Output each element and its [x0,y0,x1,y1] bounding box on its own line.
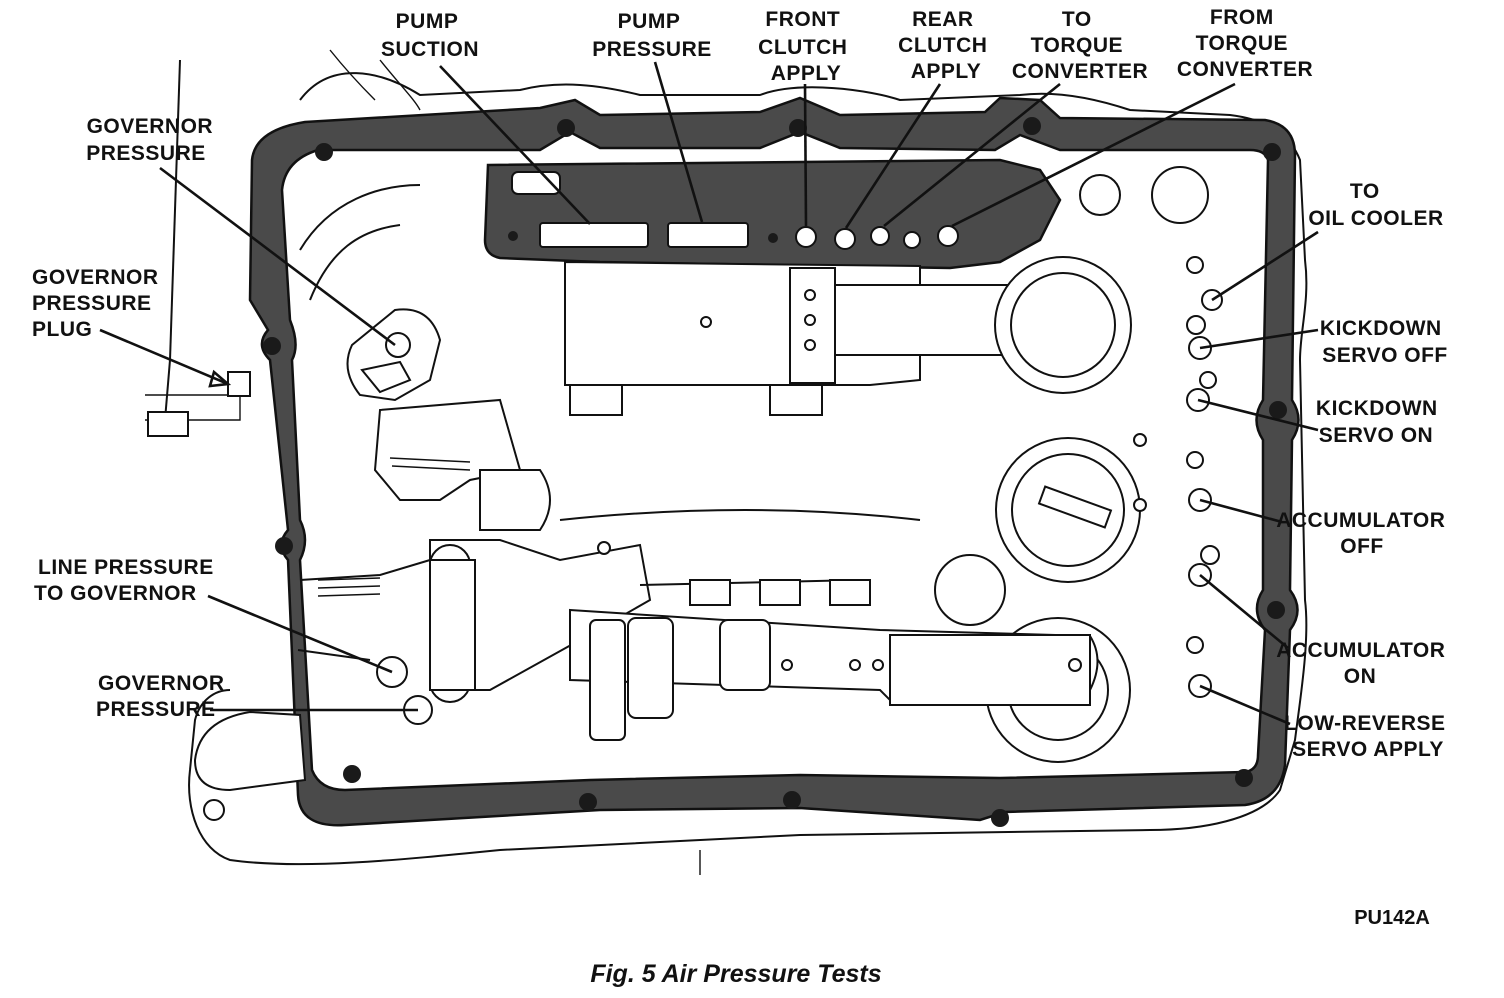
transmission-case [145,49,1308,875]
label-rear-clutch-apply: REAR CLUTCH APPLY [898,8,994,83]
label-governor-pressure-plug: GOVERNOR PRESSURE PLUG [32,266,165,341]
label-kickdown-servo-off: KICKDOWN SERVO OFF [1320,317,1448,367]
figure-caption: Fig. 5 Air Pressure Tests [590,960,881,988]
lead-line-pressure [207,594,393,674]
lead-pump-suction [439,65,591,225]
lead-kickdown-off [1199,328,1319,350]
lead-kickdown-on [1197,398,1319,432]
lead-governor-pressure-top [159,166,396,347]
top-port-strip [483,158,1062,270]
lead-accumulator-on [1199,573,1289,650]
lead-front-clutch [803,83,808,227]
lead-low-reverse [1199,684,1291,726]
label-low-reverse-servo-apply: LOW-REVERSE SERVO APPLY [1284,712,1452,761]
label-accumulator-on: ACCUMULATOR ON [1276,639,1452,688]
lead-to-torque [883,82,1061,228]
label-front-clutch-apply: FRONT CLUTCH APPLY [758,8,854,85]
label-to-oil-cooler: TO OIL COOLER [1308,180,1443,230]
lead-accumulator-off [1199,498,1283,524]
label-pump-pressure: PUMP PRESSURE [592,10,712,61]
from-converter-port [937,225,959,247]
leader-lines [99,61,1319,726]
label-accumulator-off: ACCUMULATOR OFF [1276,509,1452,558]
lead-pump-pressure [653,61,704,223]
gasket-bolts [263,117,1287,827]
figure-code: PU142A [1354,907,1430,929]
callout-labels: PUMP SUCTION PUMP PRESSURE FRONT CLUTCH … [32,6,1452,761]
label-governor-pressure-top: GOVERNOR PRESSURE [86,115,219,165]
label-from-torque-converter: FROM TORQUE CONVERTER [1177,6,1313,81]
to-converter-port [870,226,890,246]
right-port-column [1186,256,1223,698]
label-governor-pressure-bottom: GOVERNOR PRESSURE [96,672,231,721]
case-lug [147,411,189,437]
rear-clutch-port [834,228,856,250]
lead-from-torque [951,82,1236,228]
lead-governor-plug [99,328,229,386]
label-to-torque-converter: TO TORQUE CONVERTER [1012,8,1148,83]
lead-rear-clutch [844,83,942,229]
lead-oil-cooler [1211,230,1319,302]
governor-plug [227,371,251,397]
internal-components [193,166,1223,821]
label-line-pressure-to-governor: LINE PRESSURE TO GOVERNOR [34,556,220,605]
pump-pressure-port [667,222,749,248]
label-pump-suction: PUMP SUCTION [381,10,479,61]
valve-body-gasket [248,96,1300,827]
label-kickdown-servo-on: KICKDOWN SERVO ON [1316,397,1444,447]
pump-suction-port [539,222,649,248]
front-clutch-port [795,226,817,248]
